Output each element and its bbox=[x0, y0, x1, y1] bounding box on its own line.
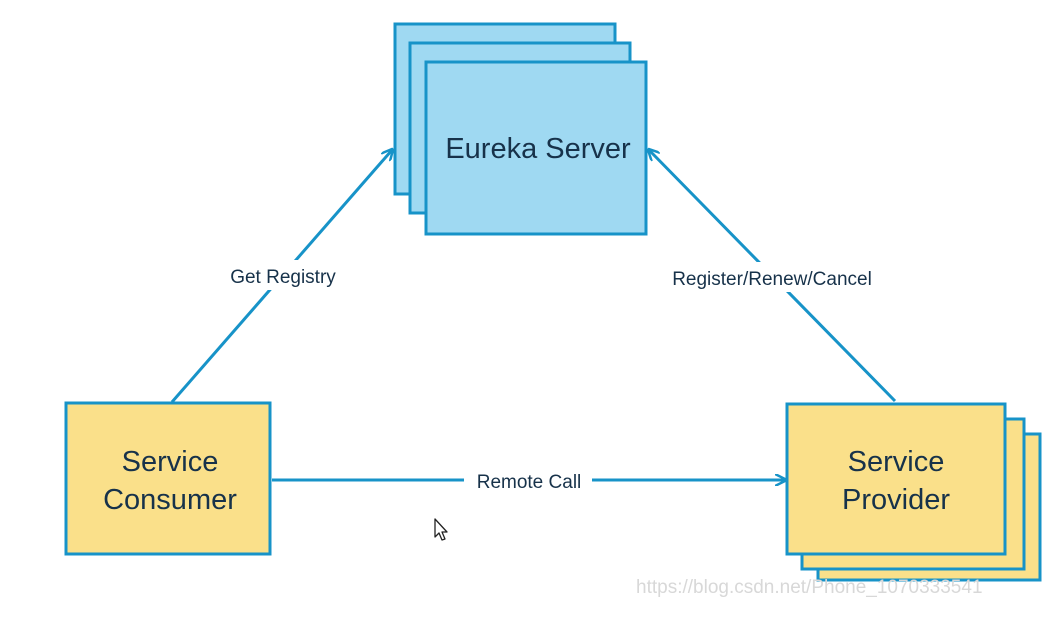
service-provider-node: Service Provider bbox=[785, 402, 1042, 582]
mouse-pointer-icon bbox=[434, 518, 448, 541]
register-edge: Register/Renew/Cancel bbox=[649, 150, 897, 403]
consumer-label-line1: Service bbox=[122, 446, 219, 478]
provider-stack-front bbox=[785, 402, 1007, 556]
server-stack-front bbox=[424, 60, 648, 236]
consumer-box bbox=[64, 401, 272, 556]
remote-call-edge: Remote Call bbox=[272, 466, 785, 494]
get-registry-edge: Get Registry bbox=[170, 150, 392, 403]
watermark-text: https://blog.csdn.net/Phone_1070333541 bbox=[636, 577, 983, 598]
remote-call-label: Remote Call bbox=[477, 472, 582, 493]
consumer-label-line2: Consumer bbox=[103, 484, 237, 516]
register-label: Register/Renew/Cancel bbox=[672, 269, 872, 290]
remote-call-label-bg bbox=[464, 466, 592, 494]
eureka-server-node: Eureka Server bbox=[393, 22, 648, 236]
service-consumer-node: Service Consumer bbox=[64, 401, 272, 556]
server-label: Eureka Server bbox=[445, 133, 631, 165]
get-registry-label-bg bbox=[216, 260, 348, 290]
register-label-bg bbox=[654, 262, 890, 292]
get-registry-label: Get Registry bbox=[230, 267, 336, 288]
provider-label-line2: Provider bbox=[842, 484, 950, 516]
provider-label-line1: Service bbox=[848, 446, 945, 478]
